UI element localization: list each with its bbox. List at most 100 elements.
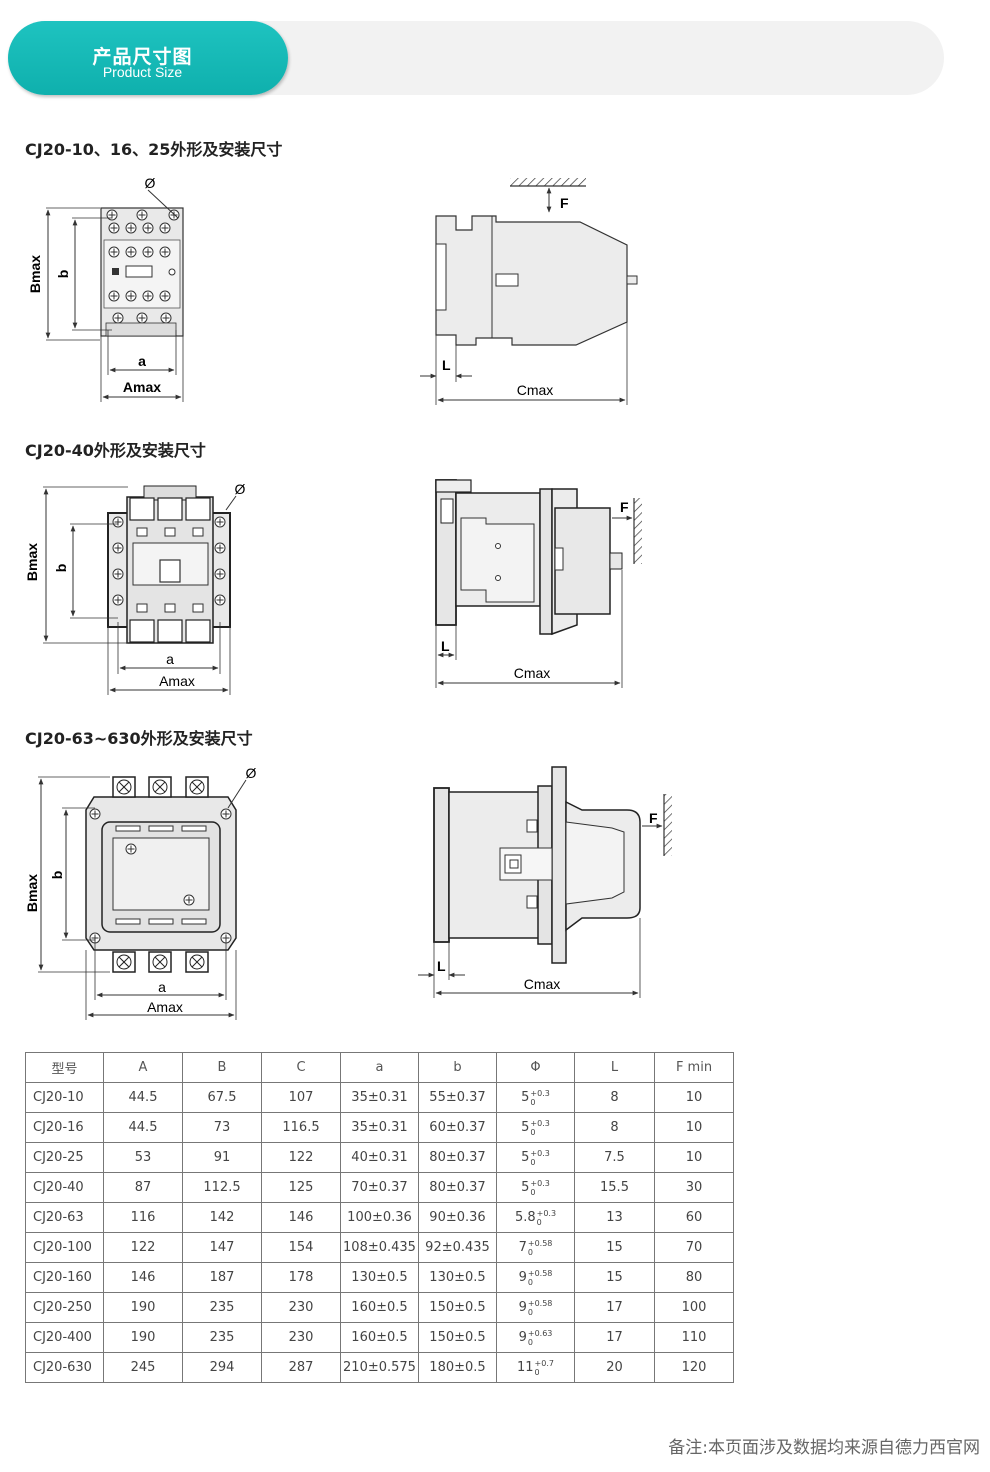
col-header-A: A [103, 1052, 183, 1083]
cell-Fmin: 100 [654, 1292, 734, 1323]
label-bmax-2: Bmax [24, 543, 40, 581]
label-f-2: F [620, 499, 629, 515]
cell-a: 108±0.435 [340, 1232, 419, 1263]
col-header-C: C [261, 1052, 341, 1083]
cell-A: 245 [103, 1352, 183, 1383]
phi-nominal: 11 [517, 1360, 534, 1375]
cell-B: 147 [182, 1232, 262, 1263]
cell-b: 150±0.5 [418, 1322, 497, 1353]
phi-tol-lower: 0 [527, 1307, 533, 1317]
cell-A: 146 [103, 1262, 183, 1293]
front-view-cj20-63-630 [38, 776, 247, 1020]
cell-C: 116.5 [261, 1112, 341, 1143]
phi-nominal: 5 [521, 1120, 530, 1135]
cell-model: CJ20-10 [25, 1082, 104, 1113]
label-b-2: b [53, 564, 69, 573]
header-title-pill [8, 21, 288, 95]
label-amax: Amax [123, 379, 161, 395]
section-title-cj20-63-630: CJ20-63~630外形及安装尺寸 [25, 729, 253, 748]
phi-tol-upper: +0.58 [527, 1268, 553, 1278]
phi-nominal: 9 [518, 1330, 527, 1345]
cell-b: 80±0.37 [418, 1142, 497, 1173]
cell-A: 190 [103, 1322, 183, 1353]
front-view-cj20-10-25 [45, 189, 184, 402]
cell-model: CJ20-100 [25, 1232, 104, 1263]
label-cmax: Cmax [517, 382, 554, 398]
col-header-phi: Φ [496, 1052, 575, 1083]
phi-tol-lower: 0 [527, 1247, 533, 1257]
cell-model: CJ20-250 [25, 1292, 104, 1323]
table-header-row: 型号 A B C a b Φ L F min [25, 1052, 734, 1083]
label-amax-3: Amax [147, 999, 183, 1015]
cell-B: 142 [182, 1202, 262, 1233]
label-phi: Ø [145, 175, 156, 191]
cell-A: 116 [103, 1202, 183, 1233]
phi-nominal: 5.8 [514, 1210, 536, 1225]
phi-tol-lower: 0 [534, 1367, 540, 1377]
cell-L: 13 [574, 1202, 655, 1233]
cell-A: 44.5 [103, 1082, 183, 1113]
section-title-cj20-40: CJ20-40外形及安装尺寸 [25, 441, 206, 460]
cell-Fmin: 10 [654, 1082, 734, 1113]
phi-nominal: 9 [518, 1300, 527, 1315]
cell-a: 160±0.5 [340, 1322, 419, 1353]
phi-tol-upper: +0.3 [530, 1148, 550, 1158]
cell-a: 210±0.575 [340, 1352, 419, 1383]
cell-A: 122 [103, 1232, 183, 1263]
phi-nominal: 5 [521, 1180, 530, 1195]
cell-C: 122 [261, 1142, 341, 1173]
cell-B: 187 [182, 1262, 262, 1293]
cell-b: 92±0.435 [418, 1232, 497, 1263]
cell-Fmin: 30 [654, 1172, 734, 1203]
cell-a: 100±0.36 [340, 1202, 419, 1233]
col-header-b: b [418, 1052, 497, 1083]
label-f-3: F [649, 810, 658, 826]
phi-nominal: 5 [521, 1090, 530, 1105]
label-b-3: b [49, 871, 65, 880]
header-title-zh: 产品尺寸图 [92, 46, 193, 68]
cell-C: 230 [261, 1292, 341, 1323]
cell-C: 146 [261, 1202, 341, 1233]
cell-model: CJ20-40 [25, 1172, 104, 1203]
cell-B: 235 [182, 1292, 262, 1323]
phi-tol-upper: +0.7 [534, 1358, 554, 1368]
cell-L: 20 [574, 1352, 655, 1383]
phi-tol-upper: +0.58 [527, 1298, 553, 1308]
phi-tol-lower: 0 [530, 1157, 536, 1167]
cell-b: 130±0.5 [418, 1262, 497, 1293]
cell-b: 80±0.37 [418, 1172, 497, 1203]
phi-tol-lower: 0 [530, 1127, 536, 1137]
label-f: F [560, 195, 569, 211]
cell-C: 107 [261, 1082, 341, 1113]
cell-B: 67.5 [182, 1082, 262, 1113]
phi-tol-lower: 0 [536, 1217, 542, 1227]
cell-L: 7.5 [574, 1142, 655, 1173]
cell-L: 17 [574, 1322, 655, 1353]
label-a-2: a [166, 651, 174, 667]
section-title-cj20-10-25: CJ20-10、16、25外形及安装尺寸 [25, 140, 283, 159]
label-a-3: a [158, 979, 166, 995]
header-title-en: Product Size [102, 64, 183, 80]
cell-b: 180±0.5 [418, 1352, 497, 1383]
label-cmax-3: Cmax [524, 976, 561, 992]
